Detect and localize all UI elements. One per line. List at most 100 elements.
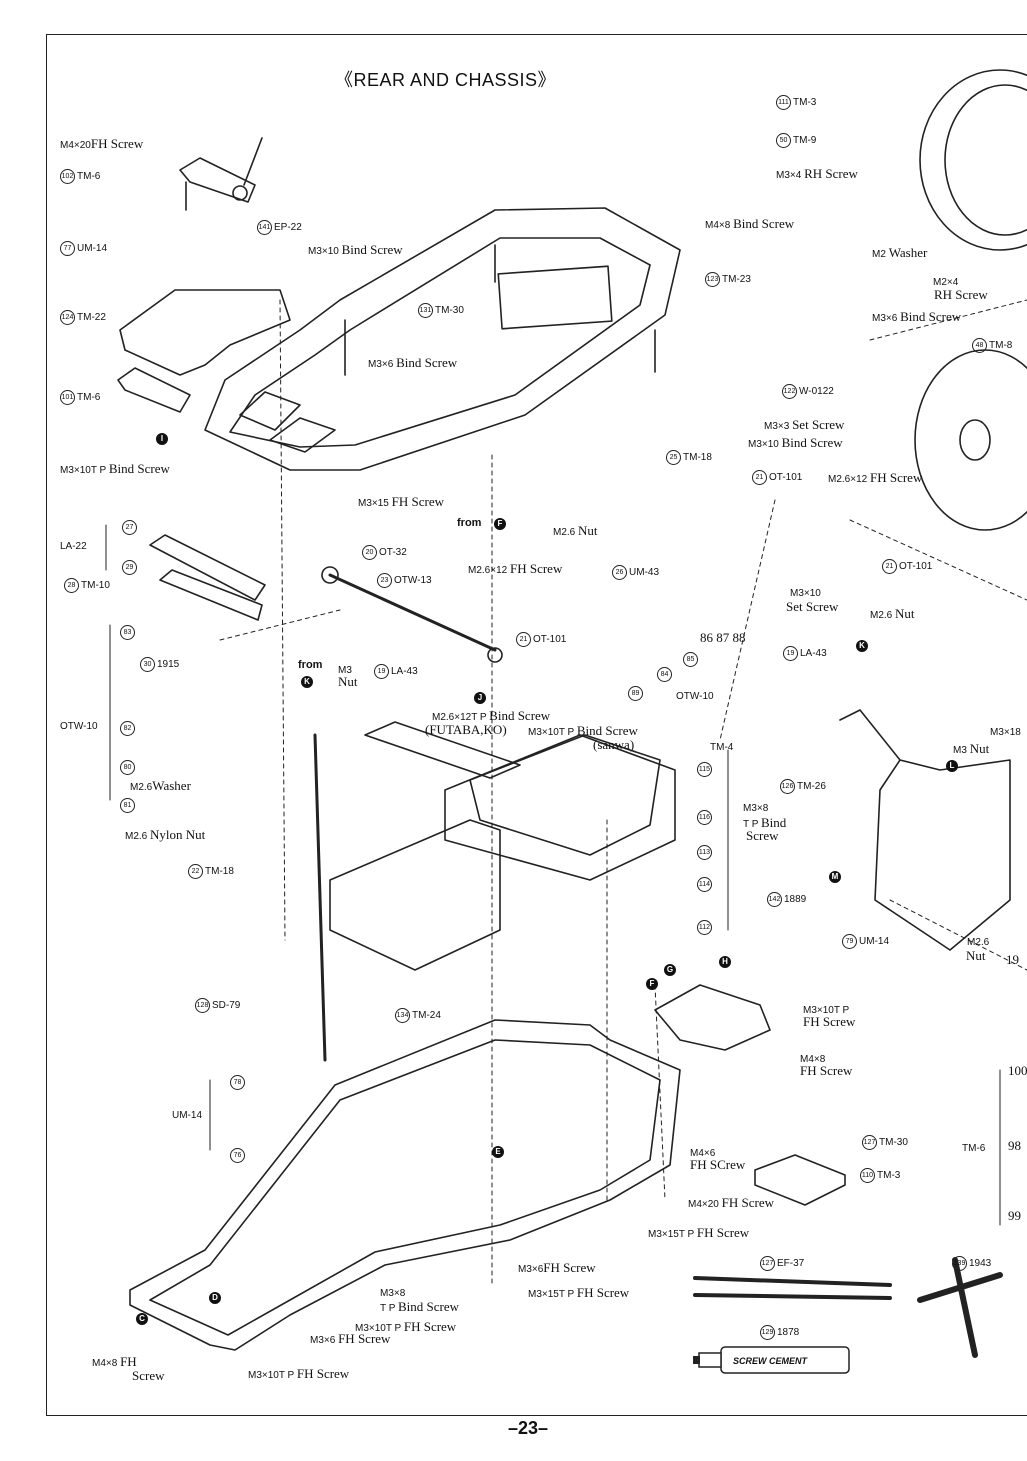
label: 85 [683,652,700,667]
plate-tm-6 [117,367,191,413]
label: M3×8 [380,1288,406,1299]
label: M3×3 Set Screw [764,417,845,432]
label: M3×18 [990,727,1021,738]
label: UM-14 [172,1110,203,1121]
label: T P Bind [743,815,787,830]
label: M3×10 Bind Screw [308,242,403,257]
label: M3×10T P FH Screw [355,1319,457,1334]
label: M3×10T P Bind Screw [60,461,170,476]
label: M4×8 Bind Screw [705,216,795,231]
marker: H [719,956,731,968]
marker: D [209,1292,221,1304]
label: 86 87 88 [700,630,746,645]
cross-wrench-1943 [917,1257,1003,1358]
label: M2×4 [933,277,959,288]
label: M3×8 [743,803,769,814]
marker: C [136,1313,148,1325]
label: 100 [1008,1063,1027,1078]
label: M2.6 Nut [870,606,915,621]
label: M3×10T P Bind Screw [528,723,638,738]
marker: G [664,964,676,976]
label: M3 Nut [953,741,990,756]
label: 81 [120,798,137,813]
label: 29 [122,560,139,575]
label: 99 [1008,1208,1021,1223]
label: M3×10T P FH Screw [248,1366,350,1381]
tube-label: SCREW CEMENT [733,1356,809,1366]
page-frame [46,34,1027,1416]
label: M3×10 Bind Screw [748,435,843,450]
label: LA-22 [60,541,87,552]
label: 113 [697,845,714,860]
label: OTW-10 [60,721,98,732]
label: 116 [697,810,714,825]
label: RH Screw [934,287,988,302]
label: M3×4 RH Screw [776,166,858,181]
label: M3×15 FH Screw [358,494,444,509]
label: TM-4 [710,742,734,753]
label: M4×20FH Screw [60,136,144,151]
label: M3×10 [790,588,821,599]
label: 114 [697,877,714,892]
label: M2.6×12 FH Screw [468,561,563,576]
servo-tray [364,721,521,779]
marker: J [474,692,486,704]
label: M2.6 [967,937,990,948]
label: (sanwa) [593,737,635,752]
label: M2 Washer [872,245,928,260]
label: 83 [120,625,137,640]
main-chassis-plate [129,1019,681,1351]
label: M4×20 FH Screw [688,1195,774,1210]
marker: F [494,518,506,530]
label: M4×8 FH [92,1354,137,1369]
page-title: 《REAR AND CHASSIS》 [335,70,557,90]
label: 80 [120,760,137,775]
label: 89 [628,686,645,701]
label: M2.6 Nut [553,523,598,538]
marker: K [856,640,868,652]
label: 112 [697,920,714,935]
label: M2.6 Nylon Nut [125,827,206,842]
label: M3×6 Bind Screw [368,355,458,370]
marker: E [492,1146,504,1158]
label: 98 [1008,1138,1021,1153]
page-number: –23– [508,1418,549,1438]
label: Screw [132,1368,165,1383]
label: 82 [120,721,137,736]
label: OTW-10 [676,691,714,702]
label: M2.6Washer [130,778,191,793]
label: Screw [746,828,779,843]
label: from [298,659,323,671]
label: TM-6 [962,1143,986,1154]
label: M3×15T P FH Screw [648,1225,750,1240]
screw-cement-tube: SCREW CEMENT [693,1346,850,1374]
